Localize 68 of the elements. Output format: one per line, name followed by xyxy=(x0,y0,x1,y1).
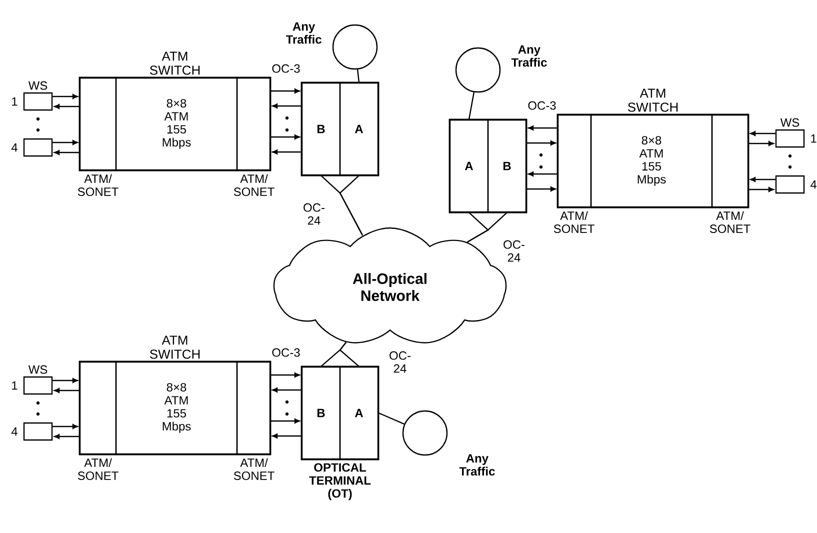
workstation-number: 4 xyxy=(11,143,18,152)
workstation-number: 4 xyxy=(810,180,817,189)
workstation-number: 1 xyxy=(12,381,18,390)
workstation-number: 4 xyxy=(11,427,18,436)
arrow xyxy=(528,126,558,130)
traffic-label: Any Traffic xyxy=(459,454,495,476)
arrow xyxy=(52,140,78,145)
port-rate-label: OC- 24 xyxy=(304,203,324,225)
module-box: B xyxy=(301,82,341,176)
arrow xyxy=(54,434,80,439)
port-rate-label: OC- 24 xyxy=(390,351,410,373)
workstation-number: 1 xyxy=(811,134,816,143)
switch-heading: ATM SWITCH xyxy=(628,88,678,112)
port-label: ATM/ SONET xyxy=(78,458,118,480)
link-line xyxy=(339,342,360,367)
arrow xyxy=(528,172,558,176)
link-line xyxy=(378,412,404,425)
switch-heading: ATM SWITCH xyxy=(150,336,200,359)
module-box: A xyxy=(339,82,379,176)
link-line xyxy=(339,175,363,236)
arrow xyxy=(54,104,80,109)
arrow xyxy=(270,372,300,378)
port-rate-label: WS xyxy=(28,81,48,90)
module-box: A xyxy=(339,366,379,460)
link-line xyxy=(468,92,475,120)
arrow xyxy=(748,187,774,192)
arrow xyxy=(272,388,302,392)
switch-core-box: 8×8 ATM 155 Mbps xyxy=(590,114,713,208)
port-rate-label: OC-3 xyxy=(528,101,556,110)
workstation-number: 1 xyxy=(12,97,18,106)
arrow xyxy=(272,104,302,108)
arrow xyxy=(750,131,776,136)
switch-core-box: 8×8 ATM 155 Mbps xyxy=(115,77,238,171)
arrow xyxy=(270,418,300,424)
port-label: ATM/ SONET xyxy=(710,211,750,233)
switch-heading: ATM SWITCH xyxy=(150,52,200,75)
port-label: ATM/ SONET xyxy=(234,458,274,480)
switch-core-box: 8×8 ATM 155 Mbps xyxy=(115,361,238,455)
port-rate-label: WS xyxy=(780,118,800,127)
link-line xyxy=(356,69,360,82)
arrow xyxy=(270,134,300,140)
link-line xyxy=(466,212,490,243)
arrow xyxy=(52,424,78,429)
arrow xyxy=(748,141,774,146)
terminal-box xyxy=(300,82,380,176)
terminal-box xyxy=(448,118,528,214)
arrow xyxy=(272,150,302,154)
module-box: A xyxy=(449,119,489,213)
port-rate-label: OC-3 xyxy=(272,348,300,357)
traffic-label: Any Traffic xyxy=(286,22,322,44)
traffic-label: Any Traffic xyxy=(511,45,547,67)
port-rate-label: OC-3 xyxy=(272,64,300,73)
arrow xyxy=(54,150,80,155)
port-label: ATM/ SONET xyxy=(554,211,594,233)
arrow xyxy=(272,434,302,438)
arrow xyxy=(526,186,556,192)
arrow xyxy=(52,378,78,383)
arrow xyxy=(750,177,776,182)
arrow xyxy=(54,388,80,393)
module-box: B xyxy=(301,366,341,460)
terminal-label: OPTICAL TERMINAL (OT) xyxy=(309,463,371,500)
arrow xyxy=(270,88,300,94)
port-label: ATM/ SONET xyxy=(234,174,274,196)
port-label: ATM/ SONET xyxy=(78,174,118,196)
port-rate-label: WS xyxy=(28,365,48,374)
arrow xyxy=(52,94,78,99)
arrow xyxy=(526,140,556,146)
module-box: B xyxy=(487,119,527,213)
